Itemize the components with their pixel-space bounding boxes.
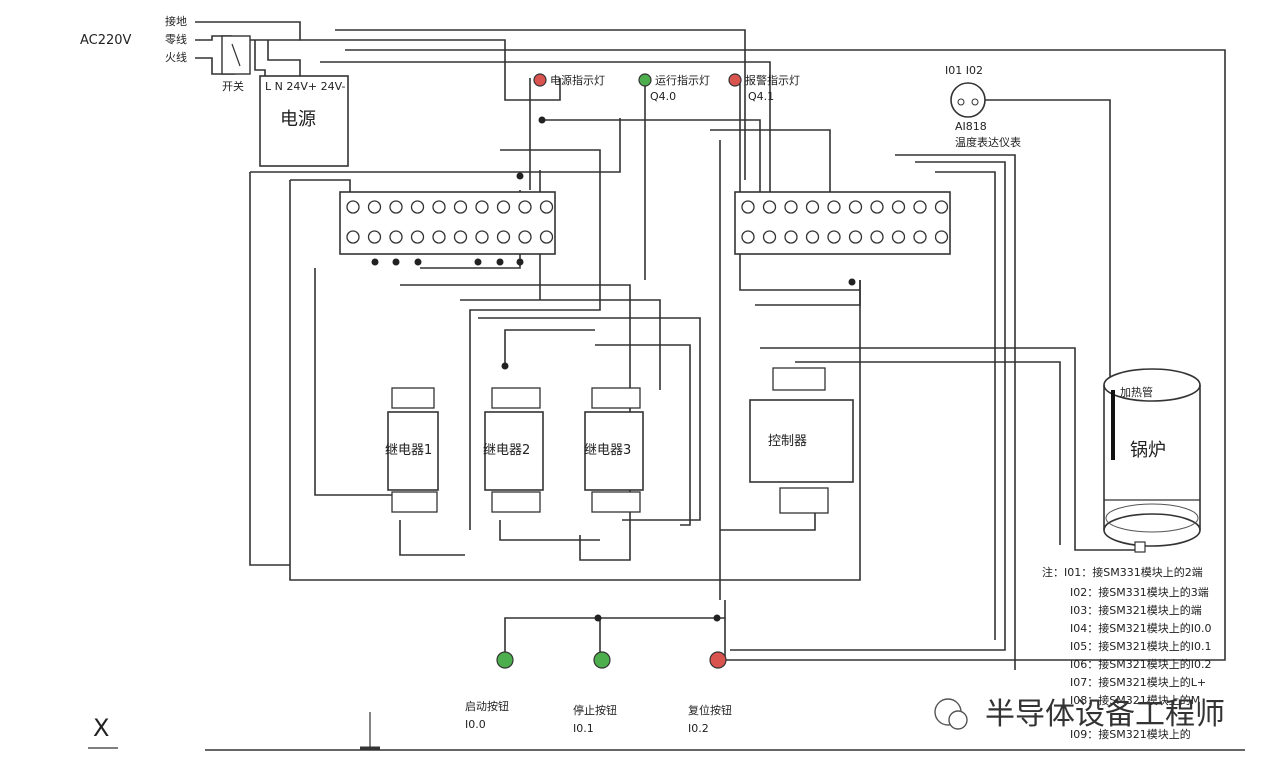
terminal-screw [848,200,863,214]
terminal-screw [346,230,360,244]
start-button-address: I0.0 [465,718,486,731]
terminal-screw [934,230,949,244]
terminal-screw [496,200,511,214]
meter-terminals: I01 I02 [945,64,983,77]
terminal-screw [934,200,949,214]
note-line: 注：I01：接SM331模块上的2端 [1042,565,1203,579]
stop-button-symbol [593,651,611,669]
lamp-run-address: Q4.0 [650,90,676,103]
start-button-label: 启动按钮 [465,699,509,713]
plc-left-terminal-block [339,191,556,255]
lamp-run-label: 运行指示灯 [655,73,710,87]
note-line: I02：接SM331模块上的3端 [1070,585,1209,599]
alarm-indicator-lamp [728,73,742,87]
terminal-screw [410,230,425,244]
reset-button-symbol [709,651,727,669]
terminal-screw [346,200,360,214]
relay-1 [387,387,439,513]
junction-dots [371,116,856,622]
controller-label: 控制器 [768,434,807,449]
reset-button-label: 复位按钮 [688,703,732,717]
terminal-screw [870,230,884,244]
terminal-screw [389,230,403,244]
notes-block: 注：I01：接SM331模块上的2端 I02：接SM331模块上的3端 I03：… [1042,565,1211,741]
meter-model: AI818 [955,120,987,133]
terminal-screw [762,230,777,244]
lamp-power-label: 电源指示灯 [550,73,605,87]
terminal-screw [827,230,841,244]
stop-button-label: 停止按钮 [573,703,617,717]
corner-mark: X [93,714,109,742]
boiler-label: 锅炉 [1130,440,1166,461]
boiler-tank [1103,368,1201,553]
note-line: I09：接SM321模块上的 [1070,727,1191,741]
power-supply-label: 电源 [280,109,316,130]
supply-wire-neutral: 零线 [165,32,187,46]
supply-voltage: AC220V [80,33,132,48]
terminal-screw [805,230,820,244]
terminal-screw [453,230,468,244]
terminal-screw [389,200,403,214]
power-indicator-lamp [533,73,547,87]
terminal-screw [410,200,425,214]
note-line: I03：接SM321模块上的端 [1070,603,1202,617]
start-button-symbol [496,651,514,669]
reset-button-address: I0.2 [688,722,709,735]
terminal-screw [432,230,446,244]
boiler-sensor-label: 加热管 [1120,385,1153,399]
terminal-screw [518,200,532,214]
supply-wire-ground: 接地 [165,15,187,28]
terminal-screw [741,200,755,214]
terminal-screw [913,230,927,244]
temperature-meter [950,82,986,118]
relay-3-label: 继电器3 [584,443,631,458]
terminal-screw [432,200,446,214]
relay-1-label: 继电器1 [385,443,432,458]
terminal-screw [741,230,755,244]
note-line: I04：接SM321模块上的I0.0 [1070,621,1211,635]
terminal-screw [453,200,468,214]
terminal-screw [539,230,554,244]
lamp-alarm-address: Q4.1 [748,90,774,103]
terminal-screw [496,230,511,244]
terminal-screw [518,230,532,244]
run-indicator-lamp [638,73,652,87]
relay-2-label: 继电器2 [483,443,530,458]
terminal-screw [475,230,489,244]
note-line: I08：接SM321模块上的M [1070,693,1200,707]
lamp-alarm-label: 报警指示灯 [745,73,800,87]
stop-button-address: I0.1 [573,722,594,735]
plc-right-terminal-block [734,191,951,255]
switch-label: 开关 [222,79,244,93]
terminal-screw [827,200,841,214]
terminal-screw [367,230,382,244]
supply-wire-live: 火线 [165,50,187,64]
note-line: I07：接SM321模块上的L+ [1070,675,1206,689]
terminal-screw [891,200,906,214]
terminal-screw [762,200,777,214]
terminal-screw [367,200,382,214]
relay-2 [484,387,544,513]
note-line: I05：接SM321模块上的I0.1 [1070,639,1211,653]
watermark: 半导体设备工程师 [934,697,1225,732]
terminal-screw [475,200,489,214]
note-line: I06：接SM321模块上的I0.2 [1070,657,1211,671]
main-switch [221,35,251,75]
wires [195,21,1226,670]
meter-label: 温度表达仪表 [955,135,1021,149]
power-supply-terminals: L N 24V+ 24V- [265,80,345,93]
watermark-text: 半导体设备工程师 [985,697,1225,732]
power-supply-box [259,75,349,167]
terminal-screw [848,230,863,244]
terminal-screw [891,230,906,244]
terminal-screw [539,200,554,214]
terminal-screw [870,200,884,214]
terminal-screw [913,200,927,214]
terminal-screw [805,200,820,214]
controller [749,367,854,514]
terminal-screw [784,200,798,214]
terminal-screw [784,230,798,244]
relay-3 [584,387,644,513]
